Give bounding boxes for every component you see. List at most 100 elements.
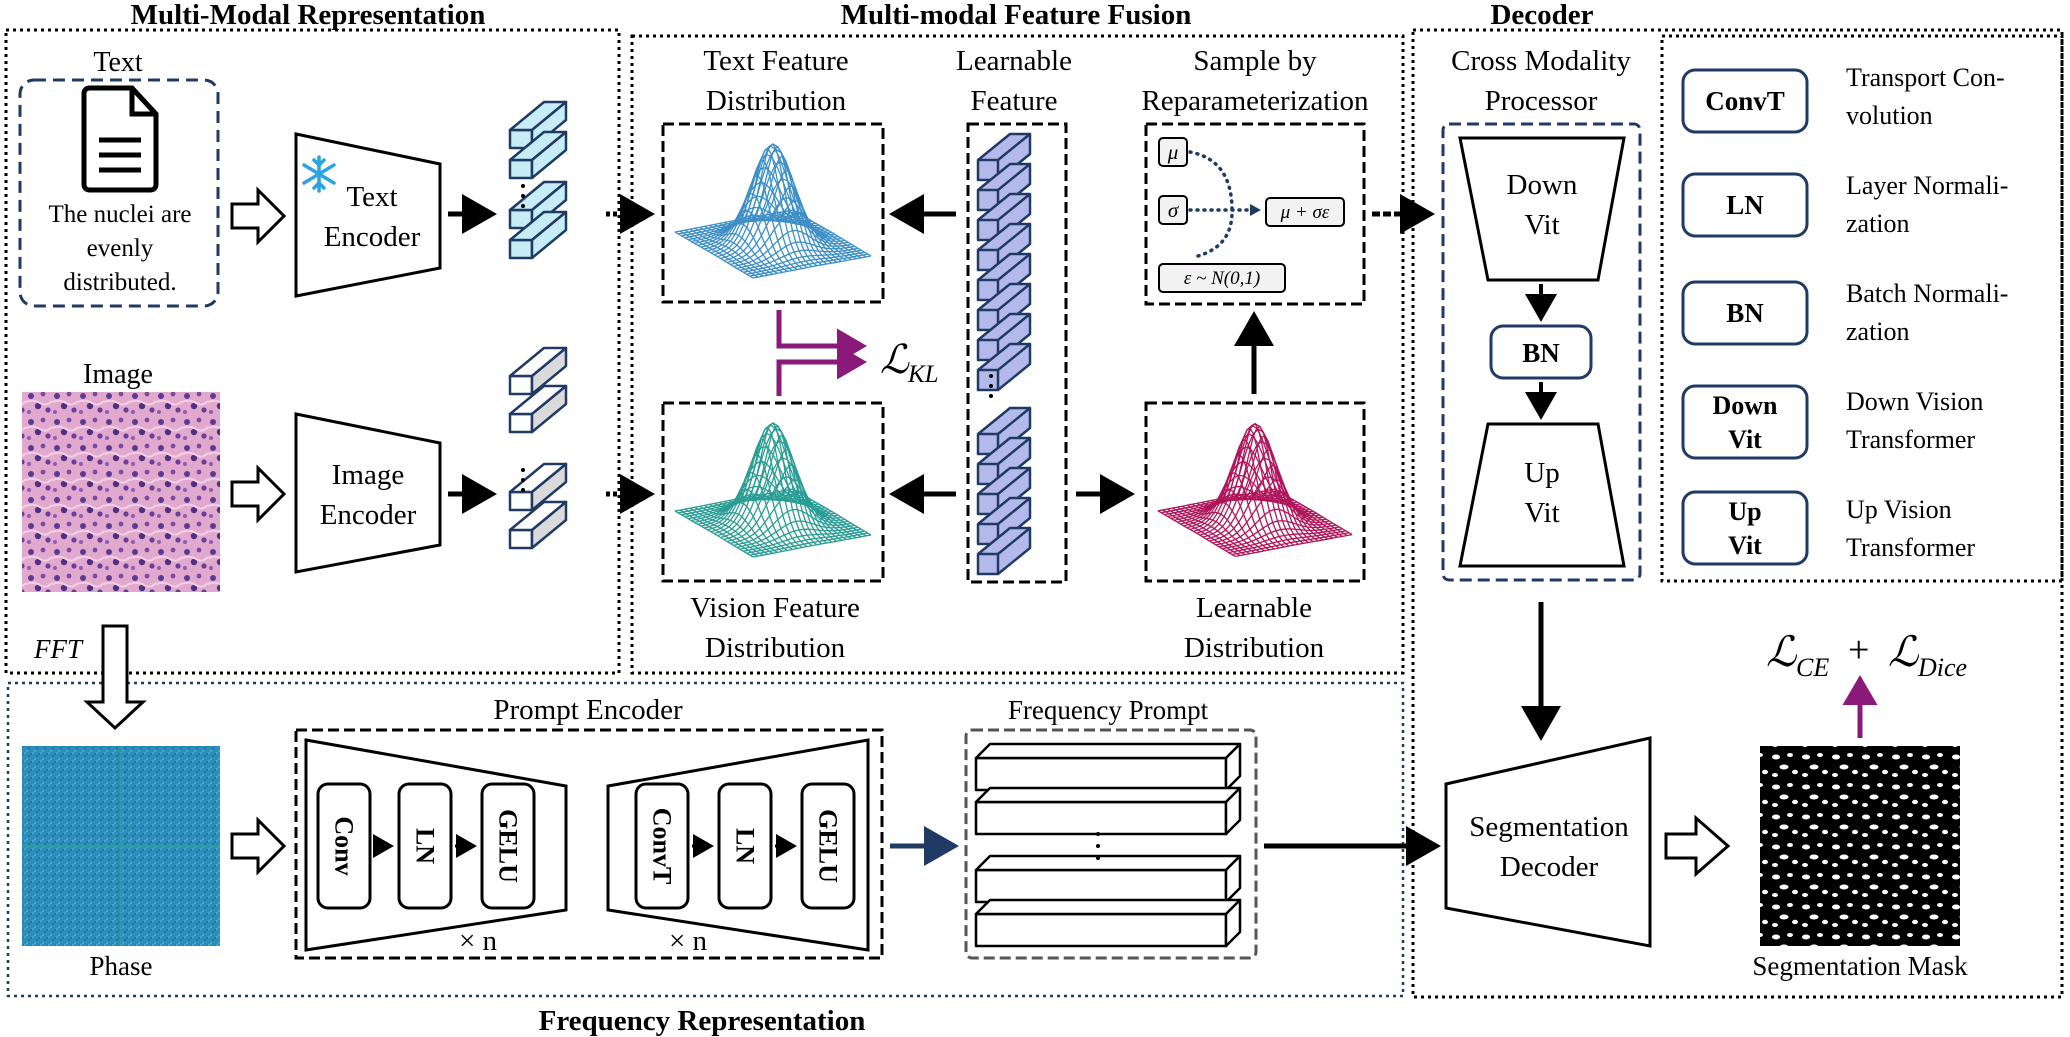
surface-mesh-line	[777, 491, 857, 539]
surface-mesh-line	[749, 532, 868, 556]
legend-desc-ln-1: Layer Normali-	[1846, 171, 2008, 200]
frame-multimodal-representation	[4, 28, 621, 675]
freq-prompt-slab-face	[974, 912, 1228, 948]
prompt-block-down-2	[480, 782, 536, 910]
prompt-block-label: Conv	[330, 816, 359, 875]
freq-prompt-title: Frequency Prompt	[1008, 695, 1209, 725]
snowflake-icon	[302, 155, 336, 193]
text-encoder-line-1: Text	[346, 181, 397, 213]
hollow-arrow-seg-mask	[1664, 814, 1731, 878]
text-dist-title-1: Text Feature	[703, 45, 848, 77]
legend-key-up-vit-2: Vit	[1728, 531, 1762, 560]
gaussian-surface-learnable	[1157, 422, 1353, 558]
eps-dist-text: ε ~ N(0,1)	[1184, 268, 1260, 289]
hollow-arrow-text	[230, 186, 287, 246]
seg-mask-label: Segmentation Mask	[1752, 951, 1968, 981]
image-encoder-line-2: Encoder	[320, 499, 417, 531]
phase-label: Phase	[90, 951, 153, 981]
reparam-arrowhead	[1250, 204, 1261, 216]
mu-sigma-eps-box	[1265, 197, 1345, 227]
prompt-block-label: LN	[731, 828, 760, 864]
freq-prompt-slab-face	[1224, 898, 1242, 948]
reparam-dotted-paths	[1188, 150, 1254, 258]
loss-kl-symbol: ℒ	[880, 337, 910, 382]
text-caption-line-2: evenly	[87, 235, 154, 262]
surface-mesh-line	[1274, 488, 1353, 536]
freq-prompt-slab	[974, 854, 1242, 904]
section-title-feature-fusion: Multi-modal Feature Fusion	[841, 0, 1192, 31]
section-title-multimodal-representation: Multi-Modal Representation	[131, 0, 486, 31]
mu-box	[1158, 137, 1188, 167]
surface-mesh-line	[739, 247, 859, 271]
loss-plus: +	[1848, 629, 1869, 671]
surface-mesh-line	[1228, 530, 1346, 554]
freq-prompt-slab-face	[974, 854, 1242, 872]
legend-desc-ln-2: zation	[1846, 209, 1910, 238]
prompt-block-up-0	[634, 782, 690, 910]
learnable-feature-cube	[976, 252, 1032, 302]
surface-mesh-line	[1231, 532, 1350, 556]
sample-title-2: Reparameterization	[1141, 85, 1369, 117]
prompt-block-label: GELU	[494, 809, 523, 883]
legend: ConvT Transport Con- volution LN Layer N…	[1681, 63, 2008, 566]
gaussian-surface-text	[674, 143, 872, 279]
legend-desc-bn-1: Batch Normali-	[1846, 279, 2008, 308]
loss-kl-subscript: KL	[907, 361, 939, 388]
loss-ce-subscript: CE	[1796, 653, 1829, 682]
section-frames	[4, 28, 2064, 999]
surface-mesh-line	[777, 212, 857, 260]
kl-loss-arrows	[776, 310, 867, 396]
sigma-box	[1158, 195, 1188, 225]
seg-decoder-line-2: Decoder	[1500, 851, 1599, 883]
up-vit-shape	[1458, 422, 1626, 568]
freq-prompt-slab	[974, 742, 1242, 792]
surface-mesh-line	[746, 251, 865, 275]
legend-key-down-vit-1: Down	[1712, 391, 1778, 420]
legend-desc-down-vit-2: Transformer	[1846, 425, 1975, 454]
frame-decoder	[1411, 28, 2064, 999]
prompt-block-label: GELU	[814, 809, 843, 883]
surface-mesh-line	[787, 489, 867, 537]
freq-prompt-slab-face	[974, 800, 1228, 836]
legend-key-box-ln	[1681, 172, 1809, 238]
gaussian-surface-vision	[674, 422, 872, 558]
surface-mesh-line	[1269, 489, 1348, 537]
section-title-frequency-representation: Frequency Representation	[539, 1005, 866, 1037]
surface-mesh-line	[1225, 528, 1343, 552]
text-feature-stack	[508, 100, 568, 260]
vision-dist-title-1: Vision Feature	[690, 592, 860, 624]
surface-mesh-line	[787, 210, 867, 258]
surface-mesh-line	[1264, 490, 1343, 537]
surface-mesh-line	[752, 255, 872, 279]
legend-desc-bn-2: zation	[1846, 317, 1910, 346]
prompt-block-down-0	[316, 782, 372, 910]
surface-mesh-line	[782, 211, 862, 259]
freq-prompt-slab-face	[974, 868, 1228, 904]
text-caption-line-3: distributed.	[63, 269, 176, 296]
document-icon	[81, 85, 159, 193]
section-title-decoder: Decoder	[1490, 0, 1593, 31]
legend-key-box-down-vit	[1681, 384, 1809, 460]
legend-key-bn: BN	[1726, 298, 1764, 328]
surface-mesh-line	[752, 534, 872, 558]
text-encoder-line-2: Encoder	[324, 221, 421, 253]
freq-prompt-slab	[974, 898, 1242, 948]
cmp-title-1: Cross Modality	[1451, 45, 1631, 77]
up-vit-line-1: Up	[1524, 457, 1559, 489]
segmentation-mask-image	[1760, 746, 1960, 946]
down-vit-shape	[1458, 136, 1626, 282]
text-dist-title-2: Distribution	[706, 85, 847, 117]
surface-mesh-line	[792, 488, 872, 536]
freq-prompt-slab-face	[1224, 854, 1242, 904]
learnable-dist-surface	[1157, 422, 1353, 558]
text-feature-ellipsis	[521, 184, 525, 208]
cmp-title-2: Processor	[1485, 85, 1598, 117]
text-input-box	[18, 78, 220, 308]
image-feature-ellipsis	[521, 468, 525, 492]
surface-mesh-line	[743, 249, 862, 273]
eps-box	[1158, 263, 1286, 293]
up-vit-line-2: Vit	[1524, 497, 1559, 529]
bn-block-label: BN	[1522, 338, 1560, 368]
